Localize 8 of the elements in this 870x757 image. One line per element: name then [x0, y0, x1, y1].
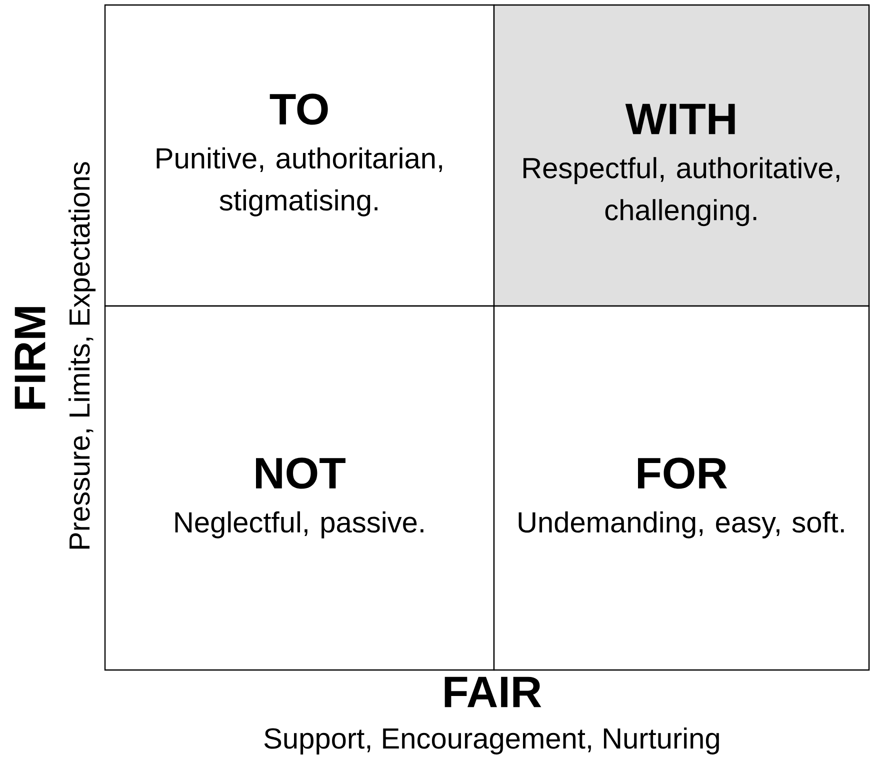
- axis-title: FIRM: [14, 307, 46, 409]
- quadrant-cell: FOR Undemanding, easy, soft.: [493, 305, 870, 671]
- axis-title: FAIR: [444, 676, 542, 708]
- axis-caption: Pressure, Limits, Expectations: [68, 162, 96, 549]
- axis-caption: Support, Encouragement, Nurturing: [264, 727, 719, 754]
- quadrant-cell: WITH Respectful, authoritative, challenging.: [493, 4, 870, 307]
- quadrant-cell: TO Punitive, authoritarian, stigmatising.: [104, 4, 495, 307]
- quadrant-cell: NOT Neglectful, passive.: [104, 305, 495, 671]
